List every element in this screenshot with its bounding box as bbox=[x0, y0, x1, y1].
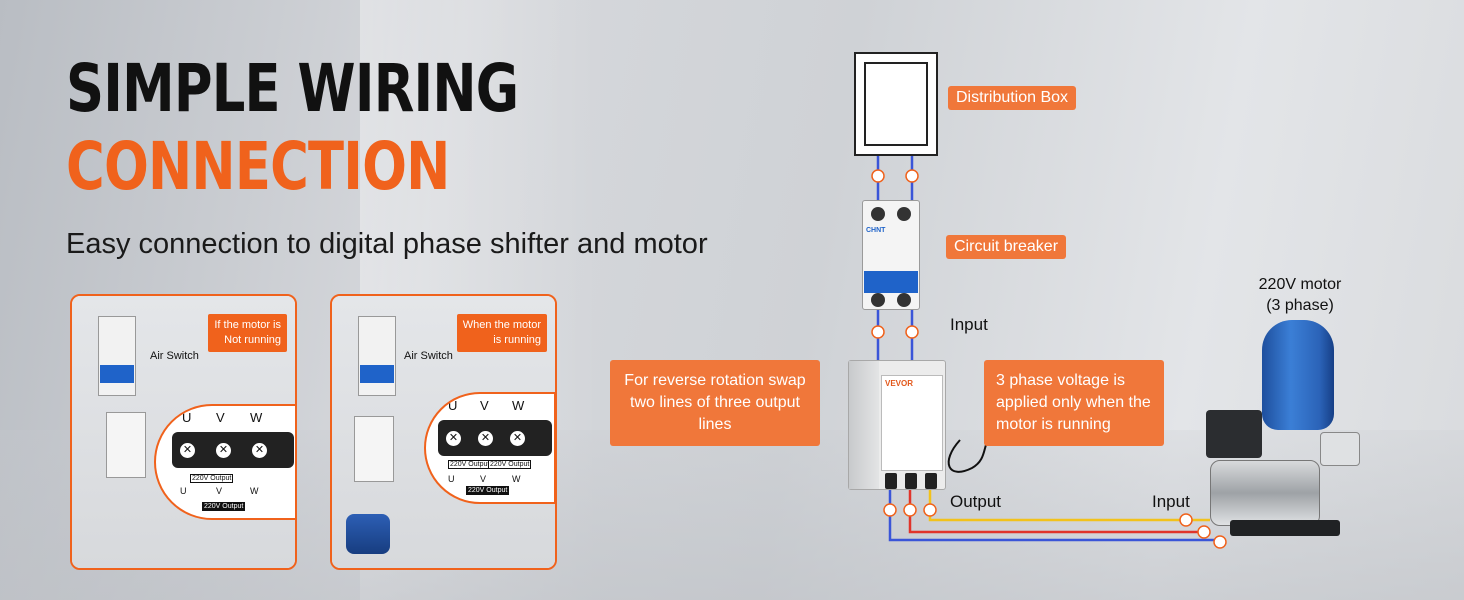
pump-control bbox=[1320, 432, 1360, 466]
input-label-top: Input bbox=[950, 315, 988, 334]
pump-motor bbox=[1200, 320, 1370, 545]
pump-body bbox=[1210, 460, 1320, 526]
phase-shifter: VEVOR bbox=[848, 360, 946, 490]
terminal-u-icon: ✕ bbox=[180, 443, 195, 458]
circuit-breaker-label: Circuit breaker bbox=[946, 235, 1067, 259]
circuit-breaker: CHNT bbox=[862, 200, 920, 310]
connector-icon bbox=[905, 325, 919, 339]
panel-not-running: If the motor is Not running Air Switch U… bbox=[70, 294, 297, 570]
pressure-tank bbox=[1262, 320, 1334, 430]
connector-icon bbox=[1179, 513, 1193, 527]
terminal-w-icon: ✕ bbox=[510, 431, 525, 446]
pump-head bbox=[1206, 410, 1262, 458]
air-switch-label: Air Switch bbox=[150, 350, 199, 362]
headline-line1: SIMPLE WIRING bbox=[66, 50, 519, 127]
subheadline: Easy connection to digital phase shifter… bbox=[66, 228, 708, 260]
connector-icon bbox=[905, 169, 919, 183]
wire-connectors bbox=[871, 169, 1227, 549]
panel-tag: If the motor is Not running bbox=[208, 314, 287, 352]
reverse-rotation-note: For reverse rotation swap two lines of t… bbox=[610, 360, 820, 446]
terminal-block: ✕ ✕ ✕ bbox=[172, 432, 294, 468]
voltage-note: 3 phase voltage is applied only when the… bbox=[984, 360, 1164, 446]
mini-breaker bbox=[98, 316, 136, 396]
terminal-v-icon: ✕ bbox=[216, 443, 231, 458]
terminal-v-icon: ✕ bbox=[478, 431, 493, 446]
connector-icon bbox=[871, 325, 885, 339]
distribution-box bbox=[854, 52, 938, 156]
motor-mini bbox=[346, 514, 390, 554]
connector-icon bbox=[871, 169, 885, 183]
headline-line2: CONNECTION bbox=[66, 128, 450, 205]
distribution-box-label: Distribution Box bbox=[948, 86, 1077, 110]
input-label-motor: Input bbox=[1152, 492, 1190, 511]
mini-breaker bbox=[358, 316, 396, 396]
output-label: Output bbox=[950, 492, 1002, 511]
terminal-block: ✕ ✕ ✕ bbox=[438, 420, 552, 456]
mini-shifter bbox=[106, 412, 146, 478]
connector-icon bbox=[883, 503, 897, 517]
terminal-zoom: U V W ✕ ✕ ✕ 220V Output 220V Output U V … bbox=[424, 392, 555, 504]
terminal-zoom: U V W ✕ ✕ ✕ 220V Output U V W 220V Outpu… bbox=[154, 404, 295, 520]
motor-title: 220V motor (3 phase) bbox=[1258, 276, 1342, 314]
panel-tag: When the motor is running bbox=[456, 314, 547, 352]
air-switch-label: Air Switch bbox=[404, 350, 453, 362]
pump-base bbox=[1230, 520, 1340, 536]
terminal-w-icon: ✕ bbox=[252, 443, 267, 458]
terminal-u-icon: ✕ bbox=[446, 431, 461, 446]
connector-icon bbox=[903, 503, 917, 517]
connector-icon bbox=[1213, 535, 1227, 549]
mini-shifter bbox=[354, 416, 394, 482]
connector-icon bbox=[923, 503, 937, 517]
headline: SIMPLE WIRING CONNECTION bbox=[66, 50, 519, 206]
connector-icon bbox=[1197, 525, 1211, 539]
panel-running: When the motor is running Air Switch U V… bbox=[330, 294, 557, 570]
